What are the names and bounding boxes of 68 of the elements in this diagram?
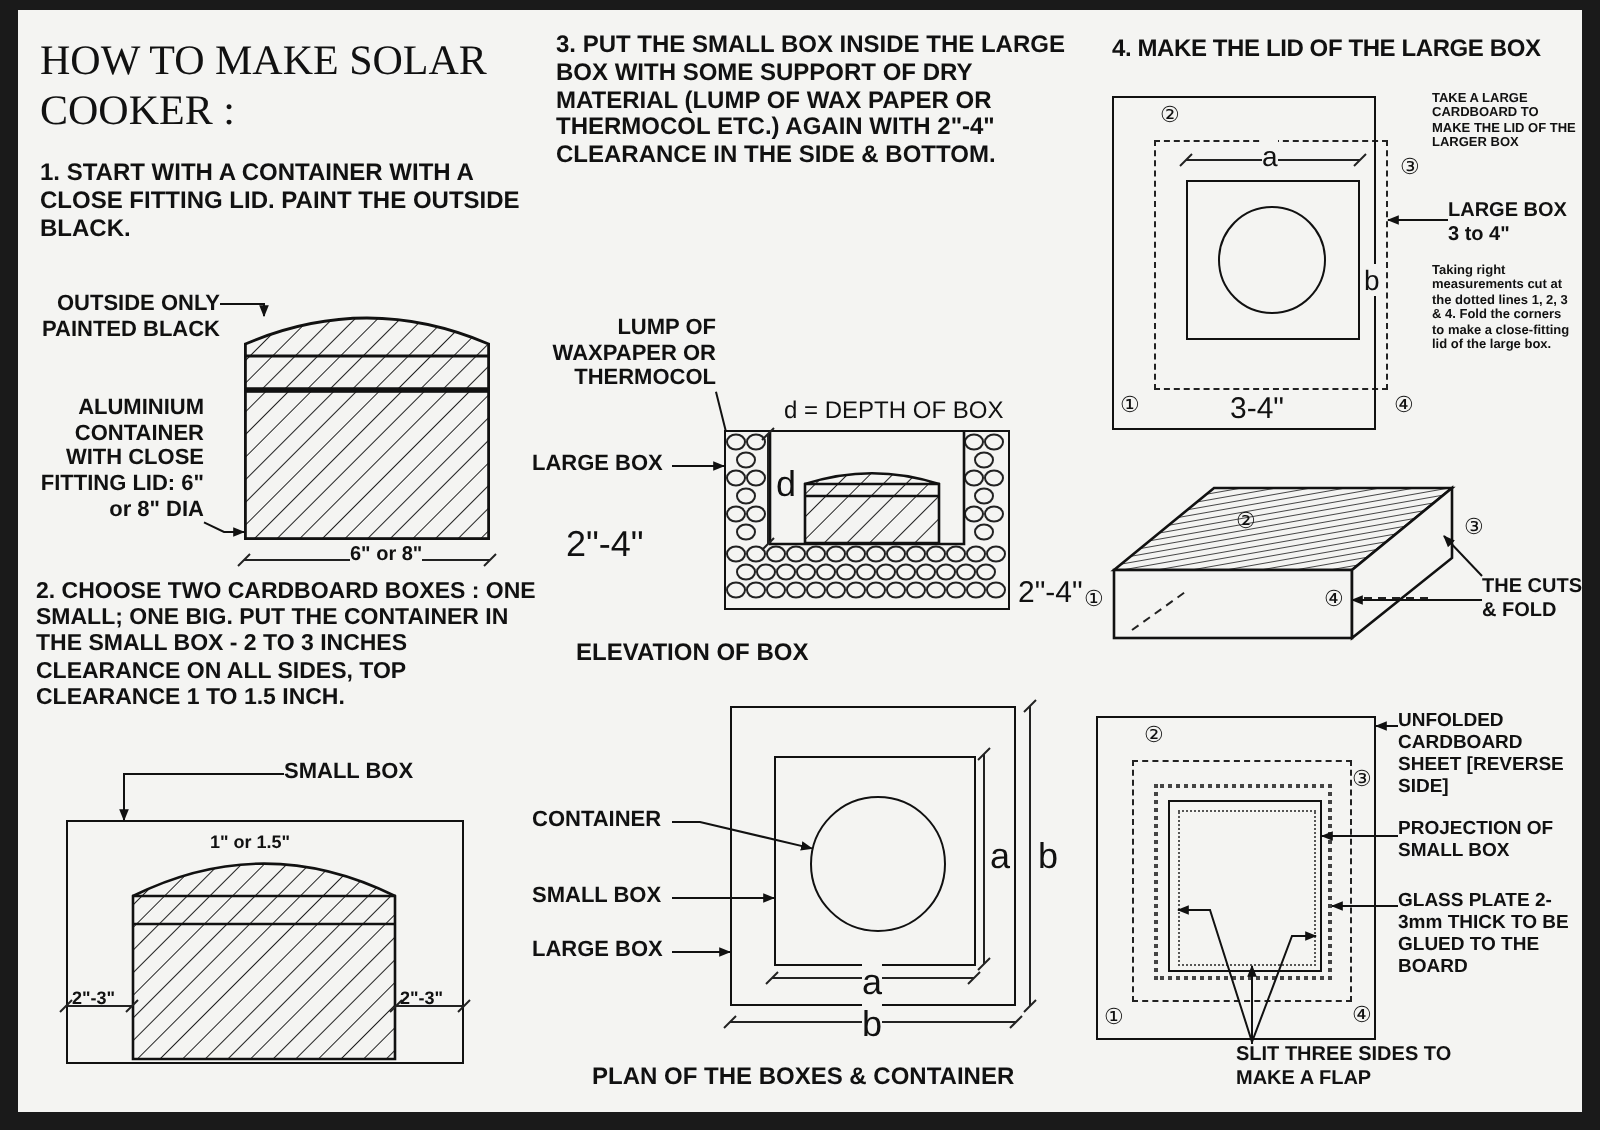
leader-line [203, 521, 246, 537]
glass-plate-outline [1154, 784, 1332, 980]
corner-number: ③ [1464, 516, 1484, 542]
leader-line [1350, 595, 1483, 605]
dimension-label: 1" or 1.5" [210, 832, 291, 853]
container-circle [810, 796, 946, 932]
leader-line [1176, 905, 1253, 1045]
corner-number: ④ [1352, 1004, 1372, 1030]
callout-text: OUTSIDE ONLY PAINTED BLACK [36, 292, 220, 343]
dimension-label: 2"-4" [566, 524, 644, 566]
callout-text: LARGE BOX [532, 938, 672, 964]
leader-line [1247, 964, 1257, 1045]
corner-number: ③ [1400, 156, 1420, 182]
corner-number: ③ [1352, 768, 1372, 794]
dimension-label: 2"-3" [72, 988, 116, 1009]
caption-text: ELEVATION OF BOX [576, 640, 811, 668]
callout-text: GLASS PLATE 2-3mm THICK TO BE GLUED TO THE BOARD [1398, 892, 1582, 980]
leader-line [1374, 721, 1399, 731]
dimension-label: 2"-3" [400, 988, 444, 1009]
leader-line [219, 303, 269, 318]
instruction-text: 1. START WITH A CONTAINER WITH A CLOSE FITTING LID. PAINT THE OUTSIDE BLACK. [40, 160, 522, 243]
callout-text: LARGE BOX [532, 452, 672, 478]
corner-number: ① [1120, 394, 1140, 420]
dimension-label: 6" or 8" [350, 544, 423, 567]
title: HOW TO MAKE SOLAR COOKER : [40, 36, 489, 137]
callout-text: SMALL BOX [284, 760, 444, 786]
dimension-label: b [1364, 264, 1380, 297]
small-box-outline [774, 756, 976, 966]
container-lid-drawing [244, 316, 490, 390]
corner-number: ② [1236, 510, 1256, 536]
leader-line [1386, 215, 1449, 225]
dimension-label: 2"-4" [1018, 576, 1083, 611]
callout-text: THE CUTS & FOLD [1482, 576, 1582, 622]
leader-line [671, 821, 813, 851]
callout-text: ALUMINIUM CONTAINER WITH CLOSE FITTING LID: 6" or 8" DIA [32, 396, 204, 523]
container-body-drawing [244, 390, 490, 540]
callout-text: CONTAINER [532, 808, 672, 834]
small-box-outline [66, 820, 464, 1064]
callout-text: LARGE BOX 3 to 4" [1448, 200, 1572, 246]
leader-line [1320, 831, 1399, 841]
corner-number: ④ [1394, 394, 1414, 420]
folded-lid-drawing [1112, 486, 1454, 642]
leader-line [1443, 535, 1483, 577]
corner-number: ① [1104, 1006, 1124, 1032]
instruction-text: 2. CHOOSE TWO CARDBOARD BOXES : ONE SMALL; ONE BIG. PUT THE CONTAINER IN THE SMALL BOX - 2 TO 3 INCHES CLEARANCE ON ALL SIDES, TOP CLEARANCE 1 TO 1.5 INCH. [36, 580, 538, 713]
corner-number: ④ [1324, 588, 1344, 614]
corner-number: ② [1160, 104, 1180, 130]
leader-line [1330, 901, 1399, 911]
corner-number: ② [1144, 724, 1164, 750]
leader-line [671, 947, 732, 957]
dimension-label: 3-4" [1230, 392, 1285, 427]
dimension-label: d = DEPTH OF BOX [784, 398, 1004, 426]
leader-line [119, 773, 285, 822]
callout-text: UNFOLDED CARDBOARD SHEET [REVERSE SIDE] [1398, 712, 1582, 800]
callout-text: SMALL BOX [532, 884, 672, 910]
callout-text: LUMP OF WAXPAPER OR THERMOCOL [536, 316, 716, 392]
callout-text: PROJECTION OF SMALL BOX [1398, 820, 1582, 864]
callout-text: SLIT THREE SIDES TO MAKE A FLAP [1236, 1044, 1456, 1090]
corner-number: ① [1084, 588, 1104, 614]
instruction-text: 3. PUT THE SMALL BOX INSIDE THE LARGE BOX WITH SOME SUPPORT OF DRY MATERIAL (LUMP OF WAX PAPER OR THERMOCOL ETC.) AGAIN WITH 2"-4" CLEARANCE IN THE SIDE & BOTTOM. [556, 32, 1067, 170]
dimension-label: a [1262, 140, 1278, 173]
leader-line [671, 893, 776, 903]
leader-line [671, 461, 726, 471]
instruction-text: 4. MAKE THE LID OF THE LARGE BOX [1112, 36, 1543, 64]
cardboard-sheet-outline [1096, 716, 1376, 1040]
caption-text: PLAN OF THE BOXES & CONTAINER [592, 1064, 1017, 1092]
leader-line [1251, 931, 1318, 1045]
leader-line [715, 390, 727, 433]
